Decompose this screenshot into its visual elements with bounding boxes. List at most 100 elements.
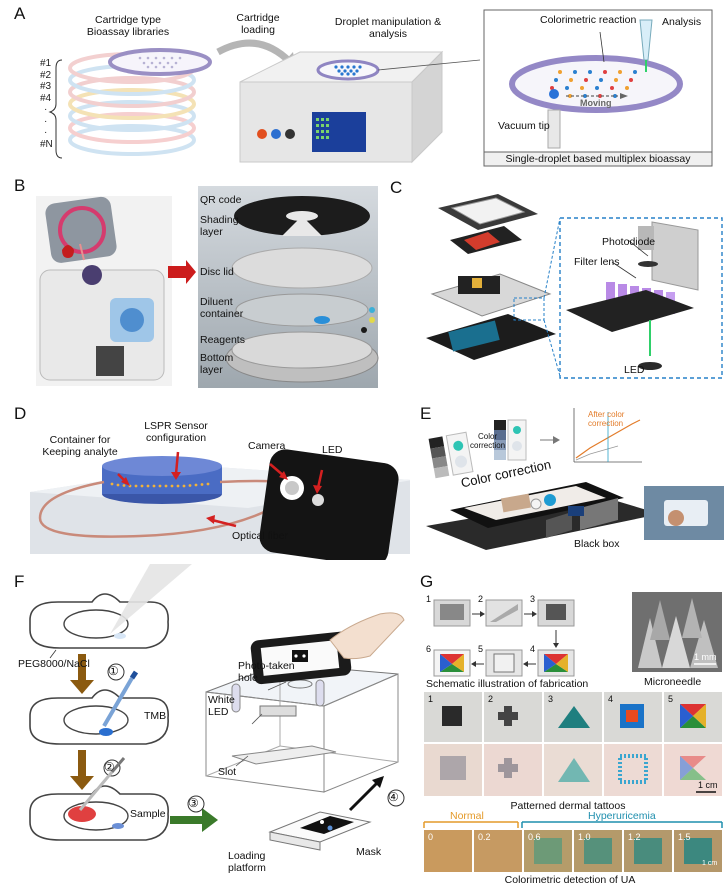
- fab-step-5: 5: [478, 644, 484, 654]
- step-3-marker: ③: [188, 796, 199, 810]
- panel-a: A Cartridge type Bioassay libraries Cart…: [0, 0, 726, 170]
- panel-label-b: B: [14, 176, 26, 195]
- panel-label-g: G: [420, 572, 434, 591]
- moving-label: Moving: [580, 98, 612, 108]
- fabrication-caption: Schematic illustration of fabrication: [426, 678, 589, 690]
- panel-c: C Photodiode Filter len: [380, 170, 726, 390]
- layer-reagents: Reagents: [200, 334, 245, 346]
- tattoo-num-5: 5: [668, 694, 674, 704]
- panel-c-graphics: [426, 194, 723, 379]
- step-1-marker: ①: [108, 664, 119, 678]
- tattoo-num-4: 4: [608, 694, 614, 704]
- panel-label-c: C: [390, 178, 403, 197]
- panel-b: B QR code Shading layer Di: [0, 170, 380, 390]
- list-item: #4: [40, 92, 52, 104]
- manipulation-label: Droplet manipulation & analysis: [334, 16, 442, 40]
- step-4-marker: ④: [388, 790, 399, 804]
- panel-label-a: A: [14, 4, 26, 23]
- white-led-label: White LED: [208, 694, 235, 718]
- ua-strips: [424, 830, 722, 872]
- list-item: #2: [40, 69, 52, 81]
- loading-platform-label: Loading platform: [228, 850, 266, 874]
- libraries-label: Cartridge type Bioassay libraries: [86, 14, 170, 38]
- black-box-label: Black box: [574, 538, 620, 550]
- normal-label: Normal: [450, 810, 484, 822]
- photodiode-label: Photodiode: [602, 236, 656, 248]
- layer-shading: Shading layer: [200, 214, 239, 238]
- tmb-label: TMB: [144, 710, 167, 722]
- ua-value-1: 0.2: [478, 832, 491, 842]
- card-step-3: [29, 757, 169, 841]
- list-item: #3: [40, 81, 52, 92]
- panel-b-graphics: [36, 186, 379, 388]
- peg-label: PEG8000/NaCl: [18, 658, 90, 670]
- layer-qr-code: QR code: [200, 194, 242, 206]
- panel-f-graphics: [29, 564, 405, 851]
- card-step-2: [29, 670, 169, 745]
- fab-step-1: 1: [426, 594, 432, 604]
- container-label: Container for Keeping analyte: [42, 434, 118, 458]
- list-item: ·: [44, 127, 48, 138]
- list-item: #N: [40, 138, 53, 150]
- colorimetric-label: Colorimetric reaction: [540, 14, 637, 26]
- card-step-1: [29, 564, 192, 649]
- loading-label: Cartridge loading: [236, 12, 280, 36]
- panel-label-e: E: [420, 404, 432, 423]
- vacuum-tip-label: Vacuum tip: [498, 120, 550, 132]
- ua-value-4: 1.2: [628, 832, 641, 842]
- led-label-c: LED: [624, 364, 645, 376]
- lspr-label: LSPR Sensor configuration: [144, 420, 208, 444]
- panel-e-graphics: [426, 408, 724, 550]
- fab-step-2: 2: [478, 594, 484, 604]
- scale-bar-cm-2: 1 cm: [702, 860, 718, 867]
- ua-value-0: 0: [428, 832, 434, 842]
- fab-step-4: 4: [530, 644, 536, 654]
- panel-e: E Color correct: [410, 390, 726, 560]
- ua-value-3: 1.0: [578, 832, 591, 842]
- panel-a-graphics: [48, 9, 713, 167]
- microneedle-caption: Microneedle: [644, 676, 702, 688]
- panel-g-graphics: [423, 592, 723, 872]
- ua-caption: Colorimetric detection of UA: [504, 874, 636, 886]
- panel-g: G: [410, 560, 726, 890]
- fiber-label: Optical fiber: [232, 530, 289, 542]
- inset-disc: [509, 19, 683, 149]
- fabrication-steps: [433, 599, 575, 677]
- hyperuricemia-label: Hyperuricemia: [588, 810, 656, 822]
- tattoo-num-2: 2: [488, 694, 494, 704]
- layer-bottom: Bottom layer: [200, 352, 234, 376]
- led-label-d: LED: [322, 444, 343, 456]
- scale-bar-cm: 1 cm: [698, 780, 718, 790]
- analysis-label: Analysis: [662, 16, 702, 28]
- photo-hole-label: Photo-taken hole: [238, 660, 295, 684]
- cartridge-stack: [68, 48, 212, 156]
- scale-bar-mm: 1 mm: [694, 652, 717, 662]
- list-item: ·: [44, 104, 48, 115]
- analyzer-device: [239, 50, 481, 164]
- tattoo-caption: Patterned dermal tattoos: [510, 800, 626, 812]
- ua-value-5: 1.5: [678, 832, 691, 842]
- step-2-marker: ②: [104, 760, 115, 774]
- tattoo-photos: [424, 692, 722, 796]
- sample-label: Sample: [130, 808, 166, 820]
- ua-value-2: 0.6: [528, 832, 541, 842]
- filter-lens-label: Filter lens: [574, 256, 620, 268]
- fab-step-6: 6: [426, 644, 432, 654]
- library-list: #1 #2 #3 #4 · · · #N: [40, 58, 60, 150]
- slot-label: Slot: [218, 766, 237, 778]
- panel-f: F: [0, 560, 410, 890]
- panel-d: D Container for Keeping analyte LSPR Sen…: [0, 390, 410, 560]
- layer-disc-lid: Disc lid: [200, 266, 234, 278]
- mask-label: Mask: [356, 846, 382, 858]
- list-item: #1: [40, 58, 52, 69]
- inset-caption: Single-droplet based multiplex bioassay: [505, 153, 691, 165]
- panel-label-f: F: [14, 572, 25, 591]
- camera-label: Camera: [248, 440, 286, 452]
- after-correction-label: After color correction: [588, 410, 625, 428]
- tattoo-num-1: 1: [428, 694, 434, 704]
- fab-step-3: 3: [530, 594, 536, 604]
- panel-label-d: D: [14, 404, 27, 423]
- list-item: ·: [44, 115, 48, 127]
- panel-d-graphics: [30, 449, 410, 560]
- color-correction-small: Color correction: [470, 432, 506, 450]
